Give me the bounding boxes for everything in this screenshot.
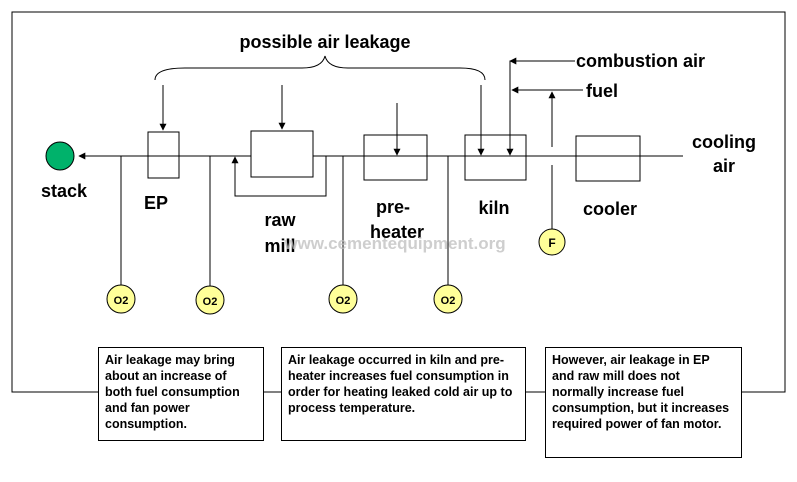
raw-label: raw [264, 210, 296, 230]
note-text-3: However, air leakage in EP and raw mill … [552, 353, 730, 431]
pre-label: pre- [376, 197, 410, 217]
cooler-label: cooler [583, 199, 637, 219]
note-box-3: However, air leakage in EP and raw mill … [545, 347, 742, 458]
o2-sensor: O2 [106, 284, 136, 314]
fuel-label: fuel [586, 81, 618, 101]
ep-box [147, 131, 180, 179]
cooler-box [575, 135, 641, 182]
diagram-title: possible air leakage [239, 32, 410, 52]
note-text-2: Air leakage occurred in kiln and pre-hea… [288, 353, 513, 415]
raw-mill-box [250, 130, 314, 178]
stack-label: stack [41, 181, 88, 201]
leakage-brace [154, 55, 486, 81]
outer-frame [11, 11, 786, 393]
air-label: air [713, 156, 735, 176]
note-box-1: Air leakage may bring about an increase … [98, 347, 264, 441]
kiln-box [464, 134, 527, 181]
fan-icon [538, 228, 566, 256]
watermark: www.cementequipment.org [283, 234, 505, 253]
svg-text:O2: O2 [336, 295, 351, 307]
preheater-box [363, 134, 428, 181]
o2-sensor: O2 [328, 284, 358, 314]
svg-text:O2: O2 [203, 296, 218, 308]
stack-icon [45, 141, 75, 171]
fan-label: F [548, 236, 555, 250]
mill-label: mill [264, 236, 295, 256]
o2-sensor: O2 [433, 284, 463, 314]
heater-label: heater [370, 222, 424, 242]
cooling-label: cooling [692, 132, 756, 152]
svg-text:O2: O2 [441, 295, 456, 307]
svg-text:O2: O2 [114, 295, 129, 307]
combustion-air-label: combustion air [576, 51, 705, 71]
note-box-2: Air leakage occurred in kiln and pre-hea… [281, 347, 526, 441]
o2-sensor: O2 [195, 285, 225, 315]
note-text-1: Air leakage may bring about an increase … [105, 353, 240, 431]
ep-label: EP [144, 193, 168, 213]
kiln-label: kiln [478, 198, 509, 218]
